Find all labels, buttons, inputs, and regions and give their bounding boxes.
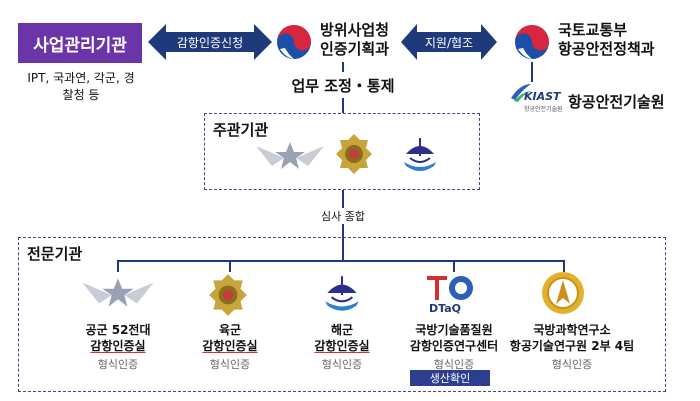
center-title: 방위사업청 인증기획과 — [320, 21, 389, 59]
center-title-line-1: 방위사업청 — [320, 21, 390, 39]
kiast-logo-text: KIAST — [524, 90, 561, 103]
ministry-line-1: 국토교통부 — [558, 21, 628, 39]
unit-type: 형식인증 — [97, 358, 139, 371]
unit-name-line-1: 육군 — [218, 323, 242, 337]
unit-name-line-2: 감항인증실 — [314, 339, 370, 353]
link-connector-bottom — [342, 224, 344, 237]
ministry-connector — [531, 62, 533, 82]
bracket-tick-2 — [229, 260, 231, 272]
org-note-line-1: IPT, 국과연, 각군, 경 — [27, 71, 135, 85]
dtaq-mark-icon — [427, 276, 473, 300]
unit-type: 형식인증 — [209, 358, 251, 371]
center-title-line-2: 인증기획과 — [320, 40, 390, 58]
kiast-logo-sub: 항공안전기술원 — [524, 106, 563, 113]
production-badge: 생산확인 — [410, 370, 490, 386]
unit-navy: 해군 감항인증실 형식인증 — [272, 322, 412, 372]
bracket-tick-1 — [117, 260, 119, 272]
link-connector-top — [342, 190, 344, 208]
unit-name-line-2: 감항인증실 — [90, 339, 146, 353]
taegeuk-emblem-icon — [515, 25, 549, 59]
unit-dtaq: 국방기술품질원 감항인증연구센터 형식인증 — [384, 322, 524, 372]
unit-name-line-2: 항공기술연구원 2부 4팀 — [509, 339, 635, 353]
unit-air-force: 공군 52전대 감항인증실 형식인증 — [48, 322, 188, 372]
kiast-name: 항공안전기술원 — [568, 93, 665, 111]
unit-name-line-1: 해군 — [330, 323, 354, 337]
coord-connector — [342, 98, 344, 113]
org-box: 사업관리기관 — [18, 23, 142, 63]
army-emblem-icon — [336, 134, 372, 174]
kiast-swoosh-icon — [511, 84, 531, 102]
unit-name-line-1: 국방기술품질원 — [415, 323, 493, 337]
center-connector — [342, 62, 344, 72]
unit-add: 국방과학연구소 항공기술연구원 2부 4팀 형식인증 — [492, 322, 652, 372]
unit-name-line-1: 공군 52전대 — [85, 323, 151, 337]
air-force-emblem-icon — [82, 278, 154, 307]
double-arrow-left — [148, 24, 272, 60]
kiast-logo: KIAST 항공안전기술원 — [510, 82, 570, 116]
unit-name-line-1: 국방과학연구소 — [533, 323, 611, 337]
supervising-box: 주관기관 — [204, 113, 480, 190]
link-label: 심사 종합 — [321, 210, 365, 223]
arrow-right-label: 지원/협조 — [424, 35, 474, 50]
unit-type: 형식인증 — [433, 358, 475, 371]
supervising-title: 주관기관 — [213, 121, 269, 139]
dtaq-logo-text: DTaQ — [429, 302, 461, 315]
ministry-line-2: 항공안전정책과 — [558, 40, 655, 58]
specialist-title: 전문기관 — [27, 245, 83, 263]
double-arrow-right — [401, 24, 497, 60]
add-emblem-icon — [542, 272, 584, 314]
unit-name-line-2: 감항인증연구센터 — [409, 339, 499, 353]
org-note: IPT, 국과연, 각군, 경 찰청 등 — [16, 70, 146, 104]
bracket-tick-5 — [563, 260, 565, 272]
ministry-title: 국토교통부 항공안전정책과 — [558, 21, 655, 59]
unit-name-line-2: 감항인증실 — [202, 339, 258, 353]
dtaq-logo: DTaQ — [425, 272, 477, 316]
navy-emblem-icon — [404, 138, 436, 171]
unit-army: 육군 감항인증실 형식인증 — [160, 322, 300, 372]
bracket-tick-4 — [453, 260, 455, 272]
arrow-left-label: 감항인증신청 — [176, 35, 244, 50]
org-box-label: 사업관리기관 — [33, 35, 127, 56]
coord-label: 업무 조정・통제 — [291, 77, 395, 95]
navy-emblem-icon — [325, 276, 359, 311]
unit-type: 형식인증 — [551, 358, 593, 371]
air-force-emblem-icon — [256, 142, 324, 169]
army-emblem-icon — [209, 274, 247, 316]
unit-type: 형식인증 — [321, 358, 363, 371]
org-note-line-2: 찰청 등 — [62, 88, 100, 102]
bracket-center — [342, 237, 344, 261]
bracket-horizontal — [117, 260, 565, 262]
taegeuk-emblem-icon — [277, 25, 311, 59]
